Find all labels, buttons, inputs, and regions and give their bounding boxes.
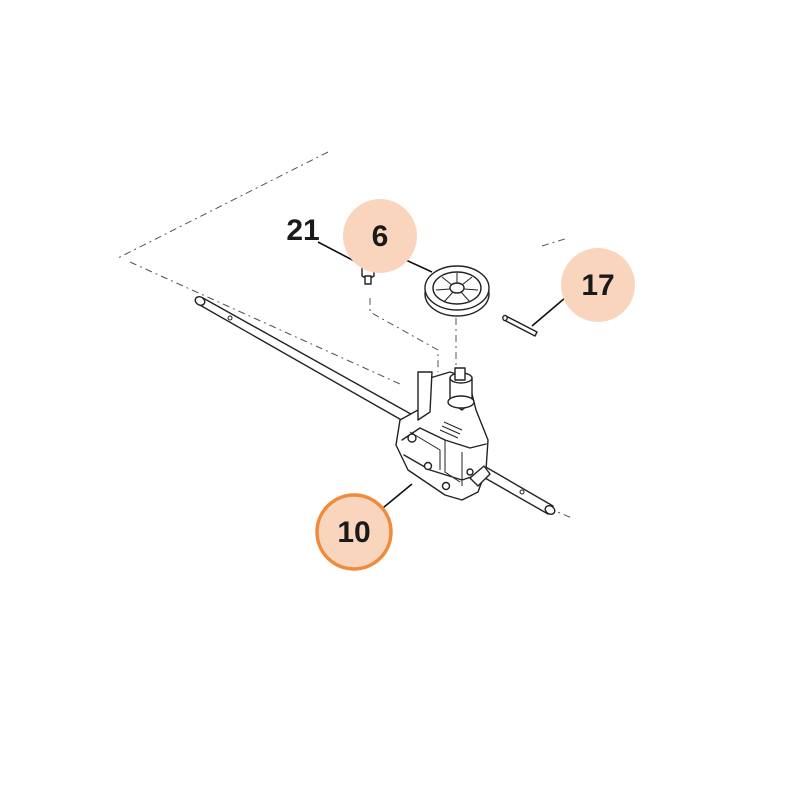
callout-17-label: 17 bbox=[581, 269, 614, 302]
callout-10-label: 10 bbox=[337, 516, 370, 549]
key-rod bbox=[502, 314, 538, 337]
callout-10: 10 bbox=[315, 493, 393, 571]
callout-17-badge bbox=[561, 248, 635, 322]
callout-6: 6 bbox=[343, 199, 417, 273]
callout-21: 21 bbox=[286, 214, 319, 247]
gearbox-housing bbox=[395, 367, 491, 501]
callout-10-badge bbox=[315, 493, 393, 571]
callout-21-label: 21 bbox=[286, 214, 319, 247]
callout-6-label: 6 bbox=[372, 220, 389, 253]
callout-17: 17 bbox=[561, 248, 635, 322]
pulley bbox=[424, 265, 490, 317]
callout-6-badge bbox=[343, 199, 417, 273]
axle-shaft bbox=[194, 296, 556, 515]
assembly-reference-lines bbox=[117, 151, 573, 519]
